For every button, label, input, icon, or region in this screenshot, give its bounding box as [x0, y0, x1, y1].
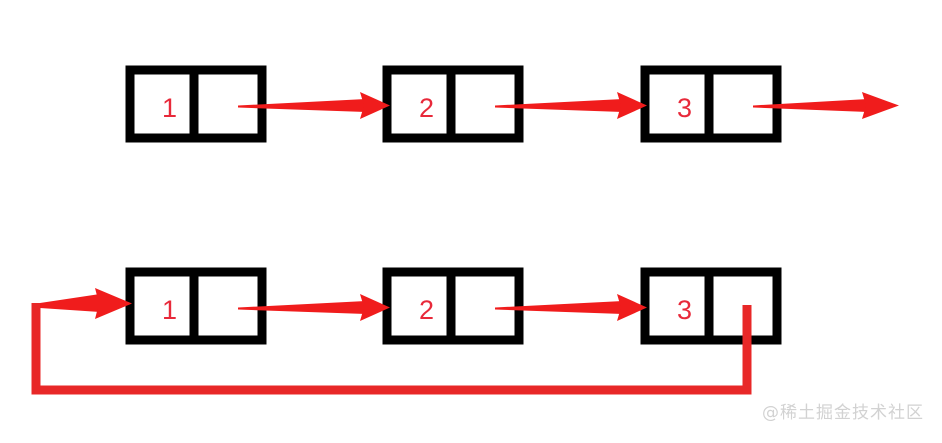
arrow-1-to-2-icon — [238, 92, 390, 119]
node-3-bottom: 3 — [640, 267, 782, 345]
row-singly-linked-list: 1 2 3 — [125, 65, 899, 143]
loop-back-line — [31, 303, 752, 395]
watermark-label: @稀土掘金技术社区 — [762, 403, 924, 423]
node-2-top: 2 — [382, 65, 524, 143]
node-value: 3 — [677, 93, 692, 123]
arrow-3-to-null-icon — [753, 92, 899, 119]
node-value: 2 — [419, 93, 434, 123]
arrow-2-to-3-icon — [495, 92, 647, 119]
arrow-loop-to-node-1-icon — [40, 288, 132, 319]
row-circular-linked-list: 1 2 3 — [31, 267, 782, 395]
node-value: 2 — [419, 295, 434, 325]
node-2-bottom: 2 — [382, 267, 524, 345]
arrow-2-to-3-icon — [495, 294, 647, 321]
node-3-top: 3 — [640, 65, 782, 143]
node-1-bottom: 1 — [125, 267, 267, 345]
loop-back-path — [31, 303, 752, 395]
node-1-top: 1 — [125, 65, 267, 143]
node-value: 3 — [677, 295, 692, 325]
arrow-1-to-2-icon — [238, 294, 390, 321]
node-value: 1 — [162, 295, 177, 325]
node-value: 1 — [162, 93, 177, 123]
